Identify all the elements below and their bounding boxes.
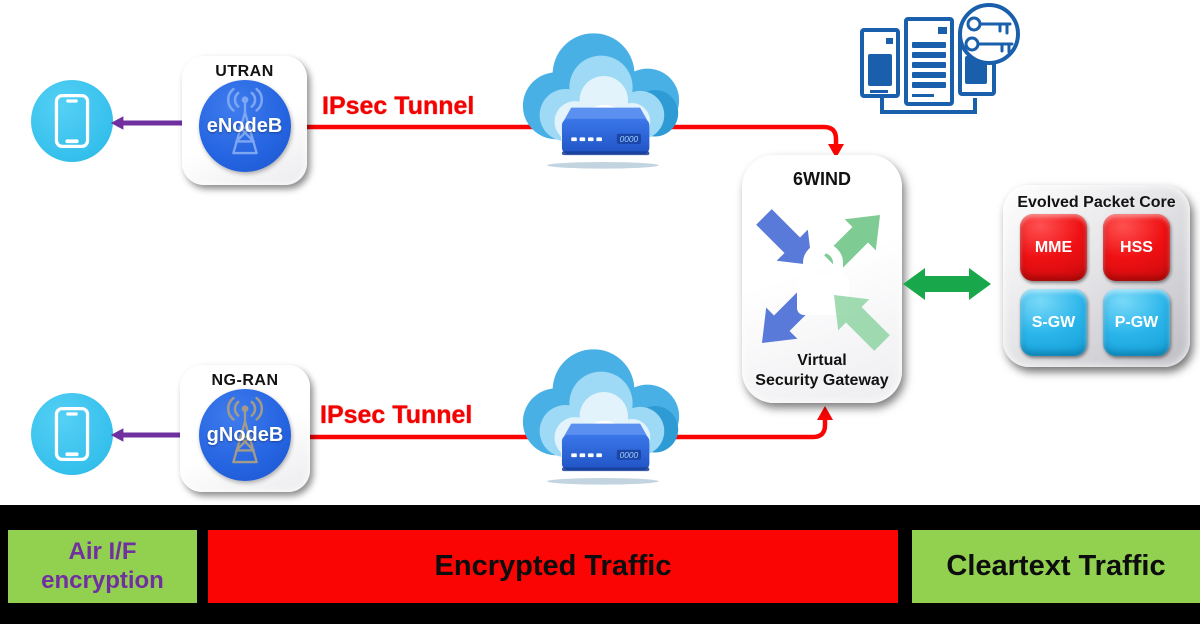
tunnel-arrowhead-top [828, 144, 844, 158]
enodeb-label: eNodeB [206, 114, 283, 137]
gateway-role-label: Virtual Security Gateway [742, 351, 902, 391]
gnodeb-node: gNodeB [199, 389, 291, 481]
phone-icon [54, 93, 90, 149]
ipsec-tunnel-label-top: IPsec Tunnel [322, 92, 475, 120]
ngran-box: NG-RAN gNodeB [180, 365, 310, 492]
keys-icon [958, 3, 1020, 65]
legend-air-encryption: Air I/F encryption [8, 530, 197, 603]
epc-title: Evolved Packet Core [1017, 194, 1176, 211]
epc-tile-pgw: P-GW [1103, 289, 1170, 356]
epc-tile-hss: HSS [1103, 214, 1170, 281]
epc-tile-sgw: S-GW [1020, 289, 1087, 356]
gateway-box: 6WIND Virtual Security Gateway [742, 155, 902, 403]
server-rack-icon [860, 3, 1020, 114]
cleartext-double-arrow [903, 268, 991, 300]
gateway-arrows-icon [752, 199, 892, 359]
tunnel-line-bottom [285, 416, 828, 440]
legend-band: Air I/F encryption Encrypted Traffic Cle… [0, 505, 1200, 624]
tunnel-line-top [287, 124, 839, 148]
enodeb-node: eNodeB [198, 80, 291, 172]
utran-box: UTRAN eNodeB [182, 56, 307, 185]
gnodeb-label: gNodeB [206, 423, 284, 446]
encrypted-traffic-label: Encrypted Traffic [434, 550, 672, 582]
legend-encrypted-traffic: Encrypted Traffic [208, 530, 898, 603]
phone-icon [54, 406, 90, 462]
air-encryption-line2: encryption [41, 566, 164, 594]
ue-phone-top [31, 80, 113, 162]
tunnel-arrowhead-bottom [817, 406, 833, 420]
cloud-router-bottom [508, 348, 694, 490]
ue-phone-bottom [31, 393, 113, 475]
cleartext-traffic-label: Cleartext Traffic [946, 550, 1166, 582]
gateway-vendor-label: 6WIND [793, 169, 851, 189]
utran-label: UTRAN [215, 63, 274, 80]
gateway-role-line2: Security Gateway [755, 372, 889, 389]
epc-tile-mme: MME [1020, 214, 1087, 281]
epc-box: Evolved Packet Core MME HSS S-GW P-GW [1003, 185, 1190, 367]
air-encryption-line1: Air I/F [68, 537, 137, 565]
ipsec-tunnel-label-bottom: IPsec Tunnel [320, 401, 473, 429]
legend-cleartext-traffic: Cleartext Traffic [912, 530, 1200, 603]
cloud-router-top [508, 32, 694, 174]
ngran-label: NG-RAN [211, 372, 279, 389]
gateway-role-line1: Virtual [797, 352, 847, 369]
